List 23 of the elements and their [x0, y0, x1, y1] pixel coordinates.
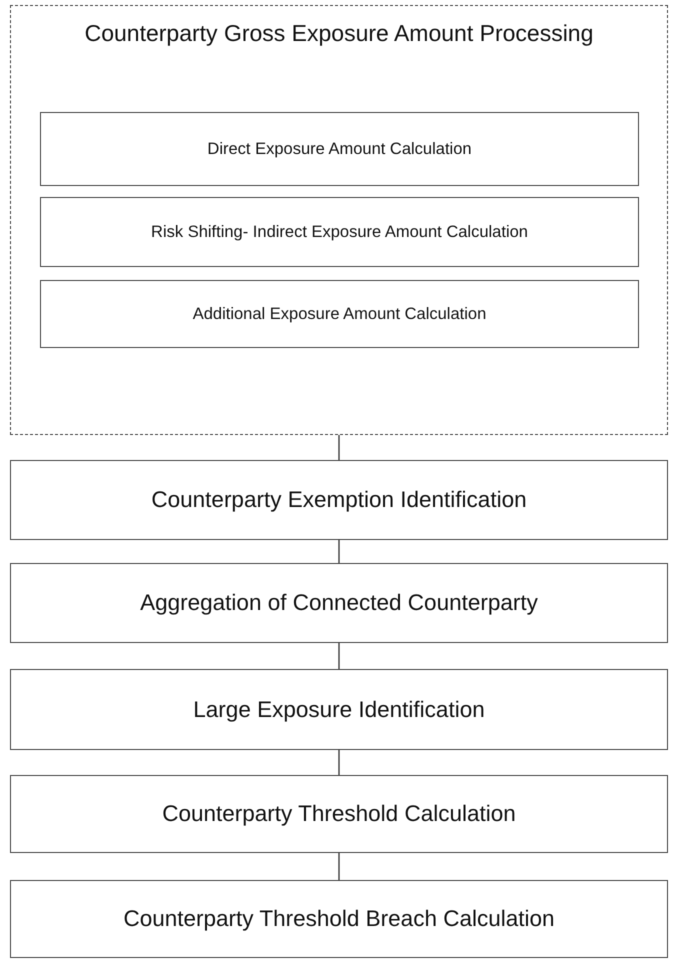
group-box	[10, 5, 668, 435]
connector-line	[338, 643, 340, 669]
box-label: Direct Exposure Amount Calculation	[207, 140, 472, 158]
connector-line	[338, 435, 340, 460]
process-box	[10, 563, 668, 643]
box-label: Risk Shifting- Indirect Exposure Amount Calculation	[151, 222, 528, 242]
connector-line	[338, 750, 340, 775]
box-label: Additional Exposure Amount Calculation	[192, 304, 486, 324]
process-box	[10, 880, 668, 958]
box-label: Counterparty Threshold Breach Calculation	[123, 906, 555, 932]
box-label: Counterparty Threshold Calculation	[162, 801, 516, 827]
process-box	[10, 669, 668, 750]
box-label: Aggregation of Connected Counterparty	[140, 590, 538, 616]
connector-line	[338, 540, 340, 563]
process-box	[10, 460, 668, 540]
box-label: Counterparty Exemption Identification	[151, 487, 527, 513]
process-box	[40, 280, 639, 348]
group-title: Counterparty Gross Exposure Amount Processing	[84, 20, 594, 47]
process-box	[40, 197, 639, 267]
connector-line	[338, 853, 340, 880]
process-box	[40, 112, 639, 186]
box-label: Large Exposure Identification	[193, 696, 485, 722]
process-box	[10, 775, 668, 853]
